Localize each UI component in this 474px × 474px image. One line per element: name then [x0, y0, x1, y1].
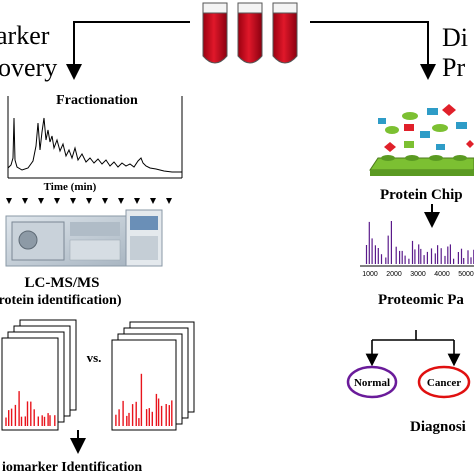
spectrum-tick-label: 4000	[434, 271, 450, 278]
blood-tube-icon	[237, 2, 263, 64]
left-heading-line1: arker	[0, 21, 50, 50]
normal-outcome-label: Normal	[354, 377, 390, 389]
protein-chip-icon	[369, 155, 474, 176]
blood-tube-icon	[272, 2, 298, 64]
cancer-outcome-label: Cancer	[427, 377, 461, 389]
ms-spectrum	[115, 373, 173, 426]
right-branch-line	[310, 21, 436, 80]
spectrum-tick-label: 2000	[386, 271, 402, 278]
outcome-tree	[365, 330, 461, 367]
lc-ms-instrument	[5, 209, 163, 267]
cancer-outcome-ellipse	[417, 365, 471, 399]
chromatogram-trace	[7, 117, 182, 173]
fraction-arrow-row	[6, 198, 172, 204]
fractionation-label: Fractionation	[56, 93, 138, 108]
spectra-stack-sample	[1, 319, 77, 431]
instrument-label: LC-MS/MS	[25, 275, 100, 291]
instrument-sublabel: rotein identification)	[0, 293, 122, 308]
spectrum-tick-label: 5000	[458, 271, 474, 278]
proteomic-spectrum: 100020003000400050006000	[360, 221, 474, 278]
left-heading-line2: overy	[0, 53, 57, 82]
spectrum-peaks	[365, 221, 474, 264]
protein-molecules	[378, 104, 474, 152]
left-branch-line	[66, 21, 190, 80]
versus-label: vs.	[87, 350, 102, 365]
proteomic-pattern-label: Proteomic Pa	[378, 292, 464, 308]
right-heading-line2: Pr	[442, 53, 465, 82]
spectrum-tick-label: 1000	[362, 271, 378, 278]
ms-spectrum	[5, 391, 56, 426]
biomarker-identification-label: iomarker Identification	[2, 460, 142, 474]
blood-sample-tubes	[202, 2, 298, 64]
protein-chip-label: Protein Chip	[380, 187, 463, 203]
spectra-stack-reference	[111, 321, 195, 431]
branch-connectors	[66, 21, 436, 80]
right-heading-line1: Di	[442, 23, 468, 52]
chromatogram	[7, 96, 183, 179]
blood-tube-icon	[202, 2, 228, 64]
diagnosis-label: Diagnosi	[410, 419, 466, 435]
spectrum-tick-labels: 100020003000400050006000	[362, 271, 474, 278]
normal-outcome-ellipse	[346, 365, 398, 399]
spectrum-tick-label: 3000	[410, 271, 426, 278]
time-axis-label: Time (min)	[44, 181, 97, 193]
